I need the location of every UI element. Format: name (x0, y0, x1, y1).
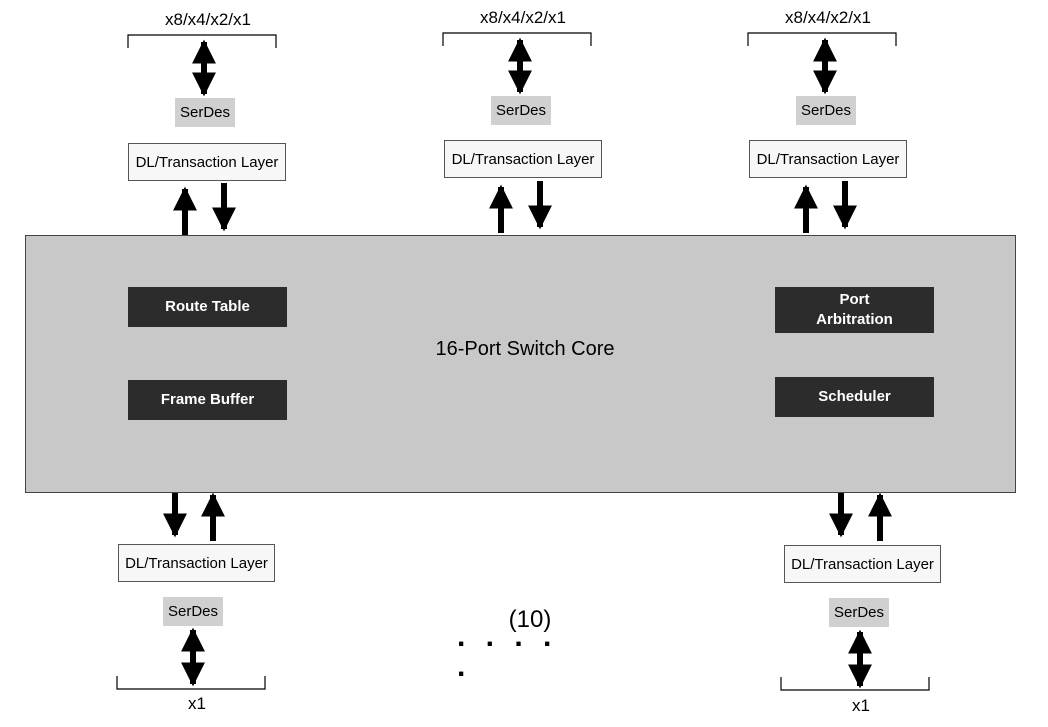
serdes-block: SerDes (829, 598, 889, 627)
dl-transaction-layer: DL/Transaction Layer (118, 544, 275, 582)
switch-core (25, 235, 1016, 493)
lane-width-label: x1 (188, 694, 206, 713)
lane-bracket-top-3 (747, 32, 897, 46)
scheduler-block: Scheduler (775, 377, 934, 417)
serdes-block: SerDes (175, 98, 235, 127)
lane-width-label: x8/x4/x2/x1 (480, 8, 566, 27)
lane-bracket-top-1 (127, 34, 277, 48)
lane-bracket-bottom-1 (116, 676, 266, 690)
dl-transaction-layer: DL/Transaction Layer (444, 140, 602, 178)
lane-width-label: x8/x4/x2/x1 (785, 8, 871, 27)
lane-bracket-top-2 (442, 32, 592, 46)
dl-transaction-layer: DL/Transaction Layer (784, 545, 941, 583)
serdes-block: SerDes (163, 597, 223, 626)
frame-buffer-block: Frame Buffer (128, 380, 287, 420)
dl-transaction-layer: DL/Transaction Layer (749, 140, 907, 178)
dl-transaction-layer: DL/Transaction Layer (128, 143, 286, 181)
core-title: 16-Port Switch Core (435, 338, 615, 360)
serdes-block: SerDes (491, 96, 551, 125)
serdes-block: SerDes (796, 96, 856, 125)
lane-width-label: x8/x4/x2/x1 (165, 10, 251, 29)
ellipsis-dots: . . . . . (457, 620, 558, 683)
port-arbitration-block: Port Arbitration (775, 287, 934, 333)
lane-width-label: x1 (852, 696, 870, 715)
lane-bracket-bottom-2 (780, 677, 930, 691)
route-table-block: Route Table (128, 287, 287, 327)
port-count-label: (10) (508, 606, 552, 633)
